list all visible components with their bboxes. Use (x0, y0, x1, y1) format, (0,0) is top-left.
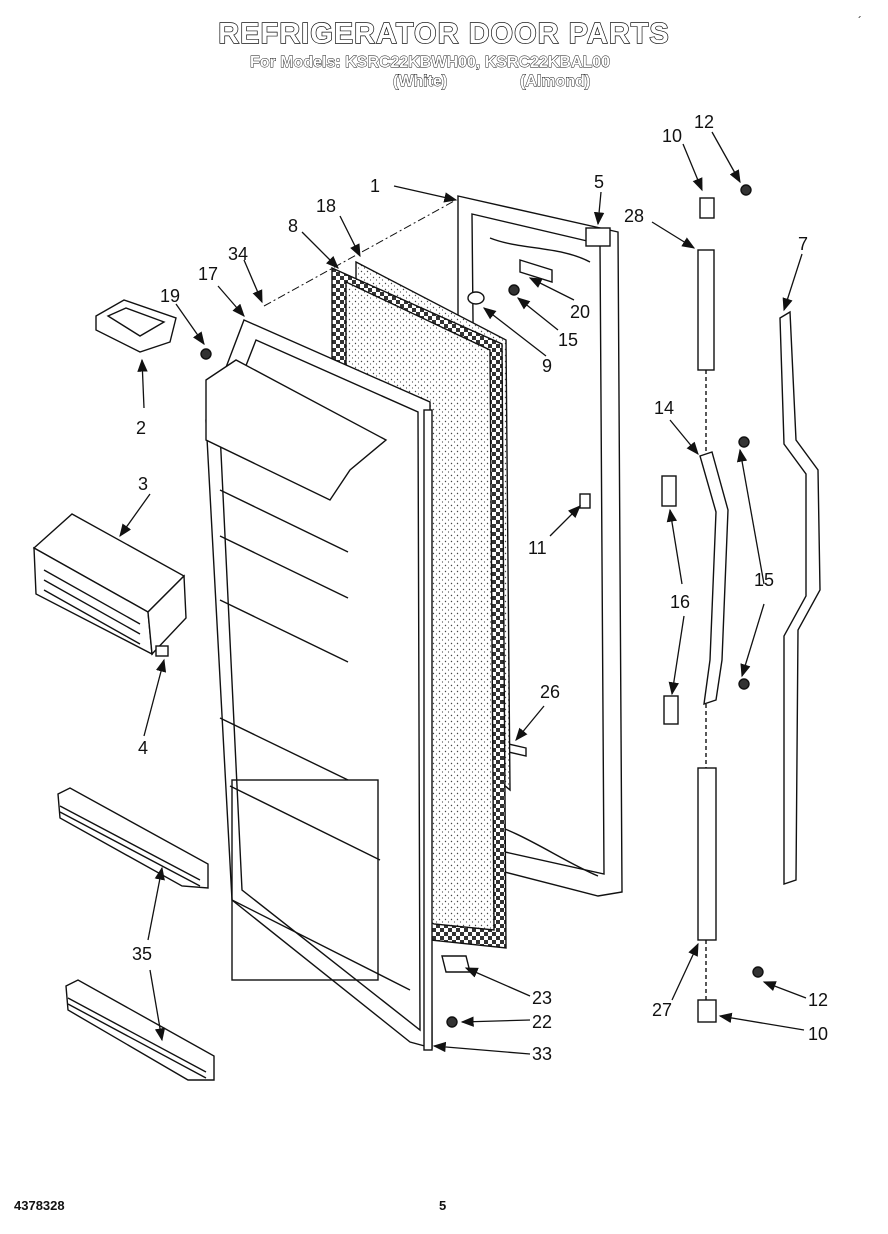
clip-4 (155, 645, 169, 657)
handle-trim-28 (697, 249, 715, 371)
screw-12-top (740, 184, 752, 196)
callout-12: 12 (694, 112, 714, 132)
callout-19: 19 (160, 286, 180, 306)
screw-22 (446, 1016, 458, 1028)
callout-22: 22 (532, 1012, 552, 1032)
callout-5: 5 (594, 172, 604, 192)
bracket-part (579, 493, 591, 509)
callout-28: 28 (624, 206, 644, 226)
callout-34: 34 (228, 244, 248, 264)
rating-label (585, 227, 611, 247)
callout-26: 26 (540, 682, 560, 702)
callout-labels: 1 5 10 12 28 7 18 8 34 17 19 2 20 15 9 1… (132, 112, 828, 1064)
page-number: 5 (439, 1198, 447, 1213)
screw-15-lower (738, 678, 750, 690)
handle-gasket-7 (779, 310, 821, 885)
callout-3: 3 (138, 474, 148, 494)
callout-16: 16 (670, 592, 690, 612)
door-liner (205, 319, 433, 1049)
callout-11: 11 (528, 538, 547, 558)
handle-trim-27 (697, 767, 717, 941)
leader-lines (119, 131, 807, 1055)
corner-mark: ´ (858, 14, 862, 28)
document-id: 4378328 (14, 1198, 65, 1213)
callout-2: 2 (136, 418, 146, 438)
callout-33: 33 (532, 1044, 552, 1064)
handle-insert-16-top (661, 475, 677, 507)
plug-part (467, 291, 485, 305)
callout-20: 20 (570, 302, 590, 322)
screw-12-bottom (752, 966, 764, 978)
handle-cap-top (699, 197, 715, 219)
handle-cap-bottom (697, 999, 717, 1023)
variant-white-label: (White) (393, 73, 448, 91)
callout-12b: 12 (808, 990, 828, 1010)
handle-bar-14 (699, 451, 729, 706)
callout-35: 35 (132, 944, 152, 964)
door-shelves (205, 359, 411, 991)
variant-almond-label: (Almond) (520, 73, 591, 91)
callout-1: 1 (370, 176, 380, 196)
callout-10: 10 (662, 126, 682, 146)
trim-strip (423, 409, 433, 1051)
callout-14: 14 (654, 398, 674, 418)
handle-insert-16-bottom (663, 695, 679, 725)
callout-9: 9 (542, 356, 552, 376)
callout-18: 18 (316, 196, 336, 216)
callout-23: 23 (532, 988, 552, 1008)
callout-8: 8 (288, 216, 298, 236)
callout-15b: 15 (754, 570, 774, 590)
shelf-rail-upper (57, 787, 209, 889)
shelf-rail-lower (65, 979, 215, 1081)
screw-19 (200, 348, 212, 360)
clip-part (519, 259, 553, 283)
callout-15: 15 (558, 330, 578, 350)
screw-15-upper (738, 436, 750, 448)
bin-part (32, 513, 187, 656)
callout-4: 4 (138, 738, 148, 758)
callout-17: 17 (198, 264, 218, 284)
screw-part (508, 284, 520, 296)
hinge-bracket-23 (441, 955, 471, 973)
callout-7: 7 (798, 234, 808, 254)
models-subtitle: For Models: KSRC22KBWH00, KSRC22KBAL00 (250, 54, 611, 72)
page-title: REFRIGERATOR DOOR PARTS (218, 17, 670, 50)
callout-27: 27 (652, 1000, 672, 1020)
callout-10b: 10 (808, 1024, 828, 1044)
tray-part (95, 299, 177, 353)
